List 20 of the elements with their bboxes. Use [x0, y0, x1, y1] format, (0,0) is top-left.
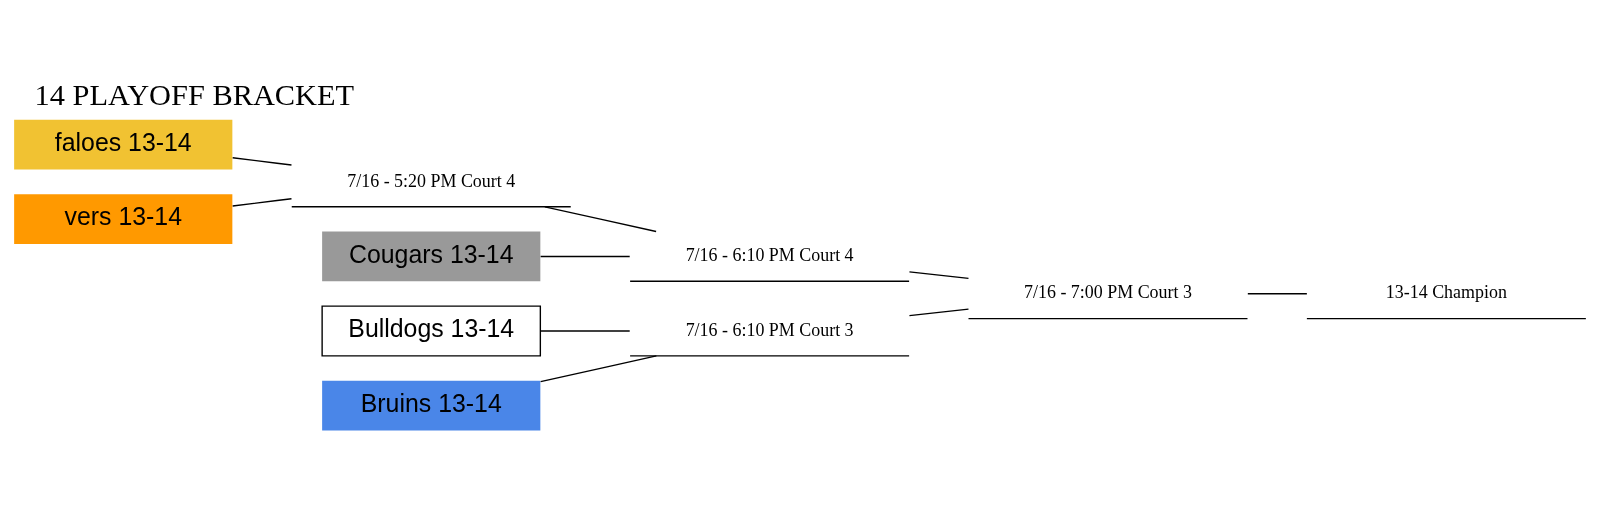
- node-box: Cougars 13-14: [322, 231, 541, 281]
- connector: [539, 354, 658, 382]
- node-text: 7/16 - 7:00 PM Court 3: [1024, 281, 1192, 302]
- node-box: faloes 13-14: [14, 119, 233, 169]
- node-text: 7/16 - 6:10 PM Court 3: [685, 319, 854, 340]
- connector: [1247, 292, 1308, 294]
- node-box: Bruins 13-14: [322, 380, 541, 430]
- connector: [544, 205, 657, 232]
- connector: [539, 255, 631, 257]
- node-box: Bulldogs 13-14: [321, 305, 542, 357]
- node-text: 7/16 - 5:20 PM Court 4: [347, 170, 516, 191]
- diagram-title: 14 PLAYOFF BRACKET: [34, 77, 355, 112]
- connector: [908, 270, 970, 279]
- node-text: 7/16 - 6:10 PM Court 4: [685, 244, 854, 265]
- node-box: vers 13-14: [14, 193, 233, 244]
- connector: [908, 307, 970, 316]
- connector: [232, 197, 293, 207]
- connector: [539, 329, 631, 332]
- node-text: 13-14 Champion: [1385, 281, 1507, 302]
- connector: [232, 156, 293, 166]
